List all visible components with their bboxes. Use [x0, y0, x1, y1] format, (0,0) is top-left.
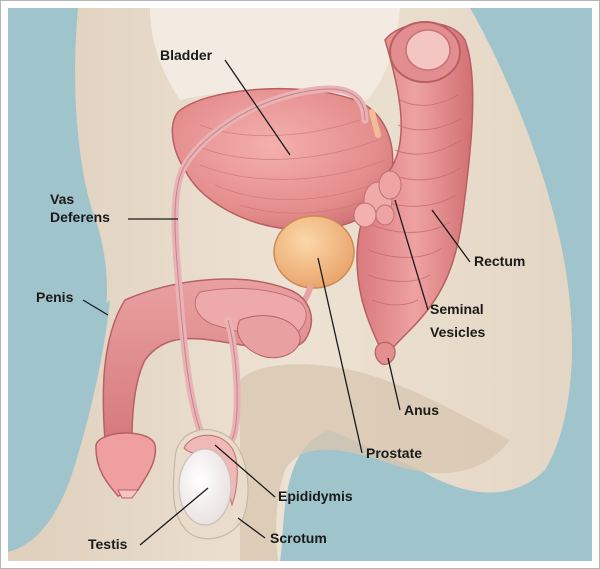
testis [179, 449, 231, 525]
label-seminal-vesicles-line1: Seminal [430, 301, 484, 317]
label-scrotum: Scrotum [270, 530, 327, 546]
label-prostate: Prostate [366, 445, 422, 461]
prostate [274, 216, 354, 288]
label-seminal-vesicles-line2: Vesicles [430, 324, 485, 340]
label-bladder: Bladder [160, 47, 213, 63]
label-vas-deferens-line2: Deferens [50, 209, 110, 225]
label-rectum: Rectum [474, 253, 525, 269]
anus [375, 342, 395, 364]
label-testis: Testis [88, 536, 128, 552]
label-penis: Penis [36, 289, 74, 305]
label-epididymis: Epididymis [278, 488, 353, 504]
rectum-lumen [406, 30, 450, 70]
label-anus: Anus [404, 402, 439, 418]
label-vas-deferens-line1: Vas [50, 191, 74, 207]
